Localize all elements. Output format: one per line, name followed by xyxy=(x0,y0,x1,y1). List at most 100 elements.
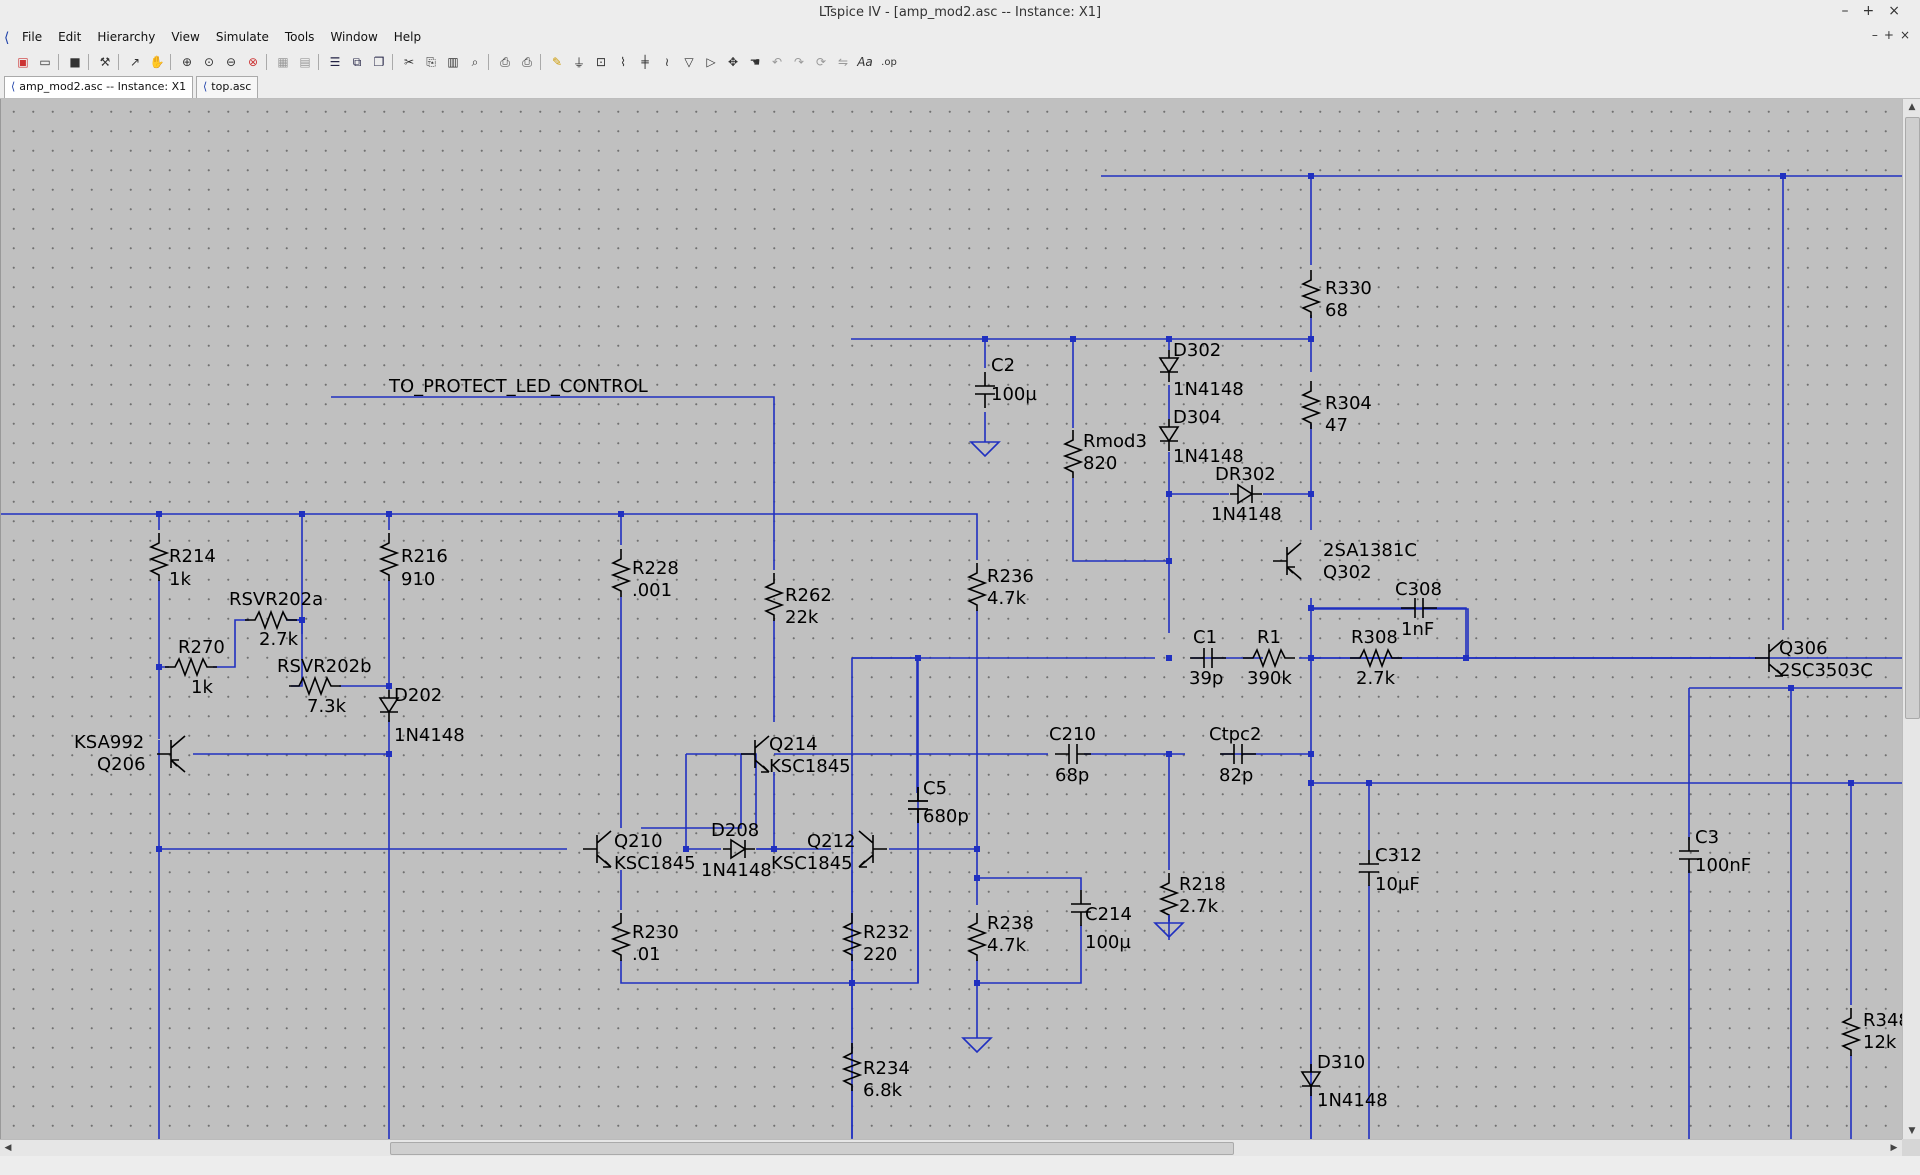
mirror-icon[interactable]: ⇋ xyxy=(837,55,849,69)
tab-amp-mod2[interactable]: ⟨amp_mod2.asc -- Instance: X1 xyxy=(4,76,194,98)
scroll-right-arrow-icon[interactable]: ▶ xyxy=(1890,1143,1898,1153)
print-icon[interactable]: ⎙ xyxy=(522,54,532,69)
maximize-button[interactable]: + xyxy=(1862,3,1889,19)
tile-horizontal-icon[interactable]: ☰ xyxy=(329,55,341,69)
new-schematic-icon[interactable]: ▣ xyxy=(17,55,29,69)
rsvr202b-name[interactable]: RSVR202b xyxy=(277,656,372,677)
q306-model[interactable]: 2SC3503C xyxy=(1779,660,1873,681)
visible-traces-icon[interactable]: ▤ xyxy=(299,55,311,69)
d304-name[interactable]: D304 xyxy=(1173,407,1221,428)
q212-model[interactable]: KSC1845 xyxy=(771,853,853,874)
menu-window[interactable]: Window xyxy=(330,30,378,44)
d202-name[interactable]: D202 xyxy=(394,685,442,706)
ctpc2-name[interactable]: Ctpc2 xyxy=(1209,724,1261,745)
r214-name[interactable]: R214 xyxy=(169,546,216,567)
menu-simulate[interactable]: Simulate xyxy=(215,30,269,44)
c2-name[interactable]: C2 xyxy=(991,355,1015,376)
r308-value[interactable]: 2.7k xyxy=(1356,668,1396,689)
tile-vertical-icon[interactable]: ⧉ xyxy=(352,54,362,69)
move-icon[interactable]: ✥ xyxy=(727,55,739,69)
zoom-out-icon[interactable]: ⊖ xyxy=(225,55,237,69)
q302-name[interactable]: Q302 xyxy=(1323,562,1372,583)
r1-name[interactable]: R1 xyxy=(1257,627,1281,648)
minimize-button[interactable]: – xyxy=(1841,3,1863,19)
menu-help[interactable]: Help xyxy=(393,30,422,44)
r270-value[interactable]: 1k xyxy=(191,677,213,698)
c210-value[interactable]: 68p xyxy=(1055,765,1089,786)
r308-name[interactable]: R308 xyxy=(1351,627,1398,648)
horizontal-scrollbar[interactable]: ◀ ▶ xyxy=(0,1139,1902,1156)
component-icon[interactable]: ▷ xyxy=(706,55,716,69)
r262-value[interactable]: 22k xyxy=(785,607,819,628)
dr302-name[interactable]: DR302 xyxy=(1215,464,1276,485)
r218-name[interactable]: R218 xyxy=(1179,874,1226,895)
paste-icon[interactable]: ▥ xyxy=(447,55,459,69)
q214-model[interactable]: KSC1845 xyxy=(769,756,851,777)
q302-model[interactable]: 2SA1381C xyxy=(1323,540,1417,561)
capacitor-icon[interactable]: ╪ xyxy=(641,55,649,69)
r232-name[interactable]: R232 xyxy=(863,922,910,943)
c3-value[interactable]: 100nF xyxy=(1695,855,1751,876)
c3-name[interactable]: C3 xyxy=(1695,827,1719,848)
c5-name[interactable]: C5 xyxy=(923,778,947,799)
schematic-canvas[interactable]: TO_PROTECT_LED_CONTROL R330 68 R304 47 C… xyxy=(0,99,1903,1139)
c312-value[interactable]: 10µF xyxy=(1375,874,1420,895)
inductor-icon[interactable]: ≀ xyxy=(664,55,670,69)
open-icon[interactable]: ▭ xyxy=(39,55,51,69)
c210-name[interactable]: C210 xyxy=(1049,724,1096,745)
vertical-scrollbar[interactable]: ▲ ▼ xyxy=(1902,99,1920,1139)
q210-model[interactable]: KSC1845 xyxy=(614,853,696,874)
c308-name[interactable]: C308 xyxy=(1395,579,1442,600)
dr302-value[interactable]: 1N4148 xyxy=(1211,504,1282,525)
q206-model[interactable]: KSA992 xyxy=(74,732,144,753)
r216-value[interactable]: 910 xyxy=(401,569,435,590)
label-net-icon[interactable]: ⊡ xyxy=(595,55,607,69)
ctpc2-value[interactable]: 82p xyxy=(1219,765,1253,786)
c1-name[interactable]: C1 xyxy=(1193,627,1217,648)
rsvr202a-value[interactable]: 2.7k xyxy=(259,629,299,650)
r1-value[interactable]: 390k xyxy=(1247,668,1292,689)
r230-value[interactable]: .01 xyxy=(632,944,661,965)
scroll-left-arrow-icon[interactable]: ◀ xyxy=(4,1143,12,1153)
zoom-in-icon[interactable]: ⊕ xyxy=(181,55,193,69)
r234-value[interactable]: 6.8k xyxy=(863,1080,903,1101)
r214-value[interactable]: 1k xyxy=(169,569,191,590)
autorange-icon[interactable]: ▦ xyxy=(277,55,289,69)
r236-name[interactable]: R236 xyxy=(987,566,1034,587)
c5-value[interactable]: 680p xyxy=(923,806,969,827)
d202-value[interactable]: 1N4148 xyxy=(394,725,465,746)
r236-value[interactable]: 4.7k xyxy=(987,588,1027,609)
d208-name[interactable]: D208 xyxy=(711,820,759,841)
net-label-protect-led[interactable]: TO_PROTECT_LED_CONTROL xyxy=(388,376,648,397)
ltspice-app-icon[interactable]: ⟨ xyxy=(4,30,10,46)
save-icon[interactable]: ■ xyxy=(69,55,81,69)
rmod3-name[interactable]: Rmod3 xyxy=(1083,431,1147,452)
run-icon[interactable]: ↗ xyxy=(129,55,141,69)
menu-file[interactable]: File xyxy=(22,30,43,44)
rmod3-value[interactable]: 820 xyxy=(1083,453,1117,474)
d302-name[interactable]: D302 xyxy=(1173,340,1221,361)
cascade-icon[interactable]: ❐ xyxy=(373,55,385,69)
c214-name[interactable]: C214 xyxy=(1085,904,1132,925)
pan-icon[interactable]: ⊙ xyxy=(203,55,215,69)
r232-value[interactable]: 220 xyxy=(863,944,897,965)
control-panel-icon[interactable]: ⚒ xyxy=(99,55,111,69)
d302-value[interactable]: 1N4148 xyxy=(1173,379,1244,400)
q214-name[interactable]: Q214 xyxy=(769,734,818,755)
q212-name[interactable]: Q212 xyxy=(807,831,856,852)
cut-icon[interactable]: ✂ xyxy=(403,55,415,69)
rsvr202a-name[interactable]: RSVR202a xyxy=(229,589,323,610)
scroll-down-arrow-icon[interactable]: ▼ xyxy=(1908,1126,1916,1136)
c1-value[interactable]: 39p xyxy=(1189,668,1223,689)
ground-icon[interactable]: ⏚ xyxy=(572,55,585,70)
find-icon[interactable]: ⌕ xyxy=(471,54,479,69)
d310-value[interactable]: 1N4148 xyxy=(1317,1090,1388,1111)
mdi-restore-button[interactable]: + xyxy=(1883,28,1900,42)
menu-view[interactable]: View xyxy=(171,30,200,44)
r262-name[interactable]: R262 xyxy=(785,585,832,606)
horizontal-scroll-thumb[interactable] xyxy=(390,1142,1234,1155)
r238-value[interactable]: 4.7k xyxy=(987,935,1027,956)
rotate-icon[interactable]: ⟳ xyxy=(815,55,827,69)
tab-top[interactable]: ⟨top.asc xyxy=(196,76,259,98)
copy-icon[interactable]: ⎘ xyxy=(426,54,436,69)
